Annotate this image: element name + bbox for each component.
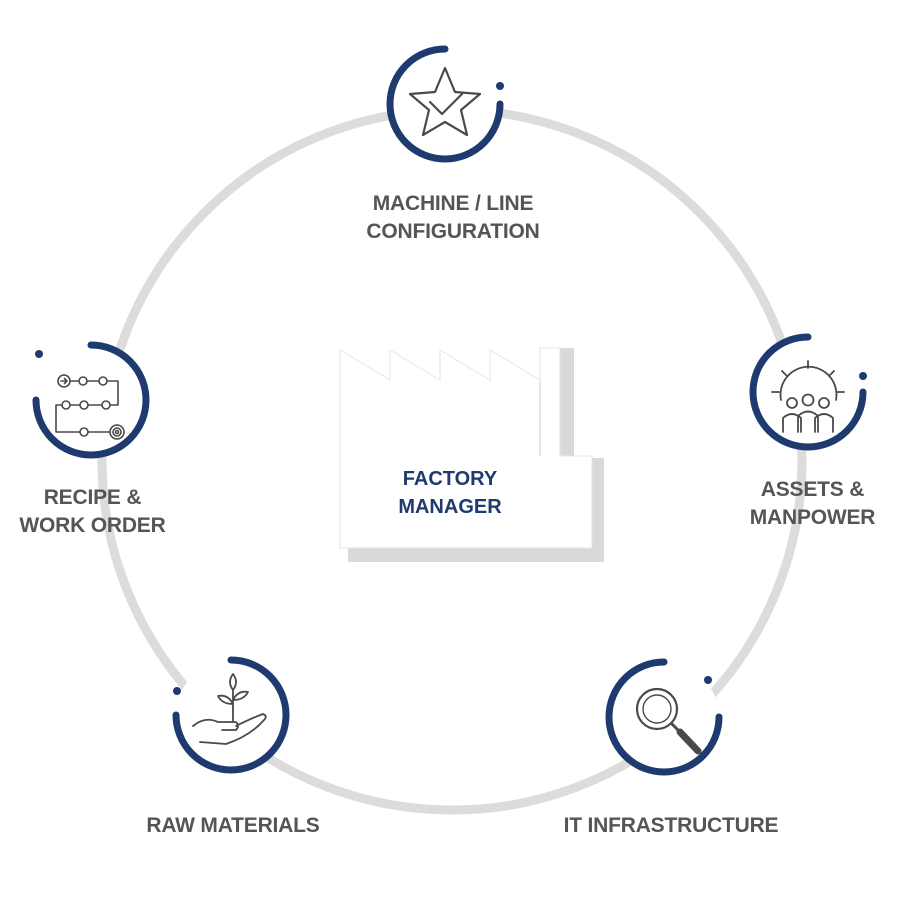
label-it-infrastructure: IT INFRASTRUCTURE: [536, 812, 806, 840]
node-assets-manpower[interactable]: [749, 333, 867, 451]
label-recipe-work-order: RECIPE & WORK ORDER: [5, 484, 180, 540]
label-raw-materials: RAW MATERIALS: [118, 812, 348, 840]
factory-manager-line2: MANAGER: [398, 496, 502, 518]
label-line: MACHINE / LINE: [372, 192, 534, 215]
workflow-icon: [55, 374, 125, 440]
label-line: CONFIGURATION: [366, 220, 540, 243]
factory-icon: [339, 347, 604, 562]
factory-manager-label: FACTORY MANAGER: [380, 465, 520, 521]
factory-manager-line1: FACTORY: [402, 468, 498, 490]
label-line: IT INFRASTRUCTURE: [563, 814, 779, 837]
factory-body: [339, 347, 593, 549]
label-line: WORK ORDER: [19, 514, 166, 537]
magnifier-icon: [635, 687, 702, 755]
star-check-icon: [408, 66, 482, 137]
node-raw-materials[interactable]: [172, 656, 290, 774]
label-assets-manpower: ASSETS & MANPOWER: [730, 476, 895, 532]
hand-plant-icon: [192, 673, 267, 745]
label-line: RECIPE &: [43, 486, 142, 509]
label-machine-line-configuration: MACHINE / LINE CONFIGURATION: [333, 190, 573, 246]
label-line: RAW MATERIALS: [146, 814, 320, 837]
label-line: ASSETS &: [760, 478, 865, 501]
node-it-infrastructure[interactable]: [605, 658, 723, 776]
team-gear-icon: [771, 360, 845, 433]
node-recipe-work-order[interactable]: [32, 341, 150, 459]
label-line: MANPOWER: [749, 506, 876, 529]
node-machine-line-configuration[interactable]: [386, 45, 504, 163]
